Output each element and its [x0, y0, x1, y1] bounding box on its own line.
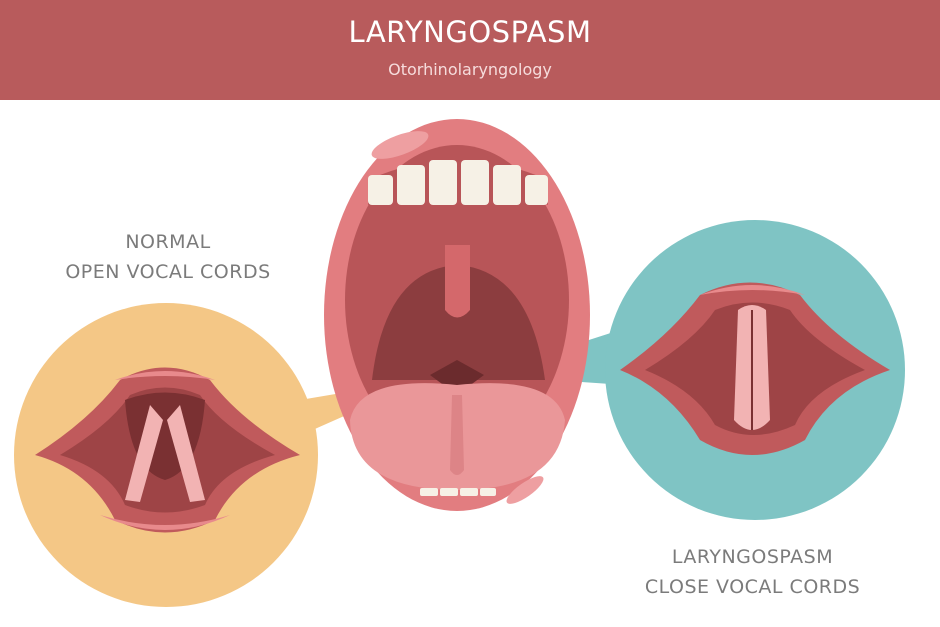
laryngospasm-label-line2: CLOSE VOCAL CORDS [644, 576, 861, 598]
laryngospasm-vocal-cords-illustration [480, 220, 905, 520]
page-subtitle: Otorhinolaryngology [388, 60, 552, 79]
header-banner: LARYNGOSPASM Otorhinolaryngology [0, 0, 940, 100]
normal-label-line1: NORMAL [125, 231, 211, 253]
normal-label-line2: OPEN VOCAL CORDS [65, 261, 271, 283]
laryngospasm-label: LARYNGOSPASM CLOSE VOCAL CORDS [610, 542, 895, 602]
normal-label: NORMAL OPEN VOCAL CORDS [38, 227, 298, 287]
laryngospasm-label-line1: LARYNGOSPASM [671, 546, 834, 568]
open-mouth-illustration [324, 119, 590, 511]
page-title: LARYNGOSPASM [348, 15, 592, 49]
normal-vocal-cords-illustration [14, 303, 430, 607]
